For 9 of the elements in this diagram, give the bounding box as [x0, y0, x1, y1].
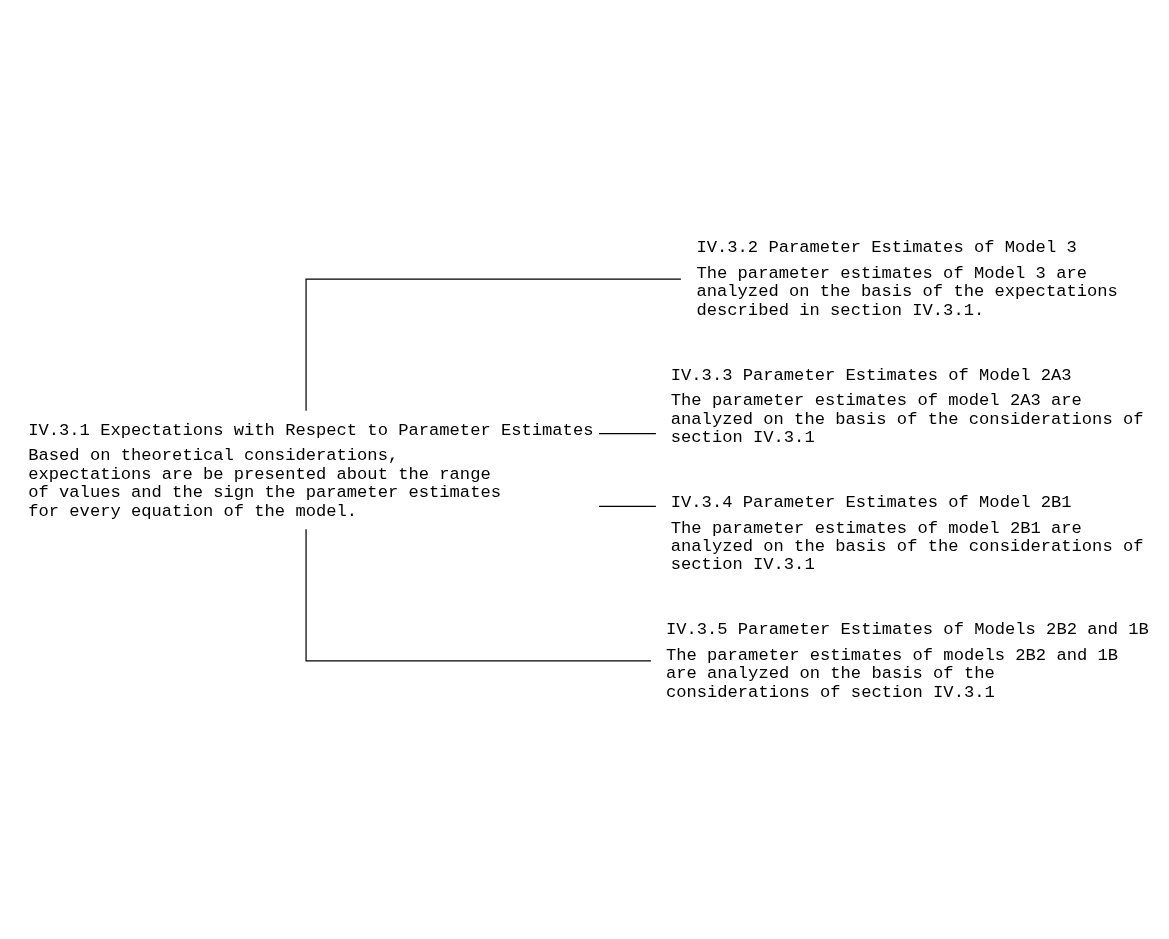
node-text: IV.3.1 Expectations with Respect to Parameter Estimates Based on theoretical considerations, expectations are be presented about the range of values and the sign the parameter estimates for every equation of the model. — [28, 420, 594, 521]
node-text: IV.3.5 Parameter Estimates of Models 2B2 and 1B The parameter estimates of models 2B2 and 1B are analyzed on the basis of the considerations of section IV.3.1 — [665, 619, 1149, 702]
connector — [305, 277, 682, 411]
connector — [598, 505, 657, 507]
connector — [598, 432, 657, 434]
connector — [305, 528, 652, 662]
node-text: IV.3.4 Parameter Estimates of Model 2B1 The parameter estimates of model 2B1 are analyzed on the basis of the considerations of section IV.3.1 — [670, 492, 1144, 574]
node-text: IV.3.3 Parameter Estimates of Model 2A3 The parameter estimates of model 2A3 are analyzed on the basis of the considerations of section IV.3.1 — [670, 365, 1144, 447]
node-text: IV.3.2 Parameter Estimates of Model 3 The parameter estimates of Model 3 are analyzed on the basis of the expectations described in section IV.3.1. — [696, 237, 1118, 320]
